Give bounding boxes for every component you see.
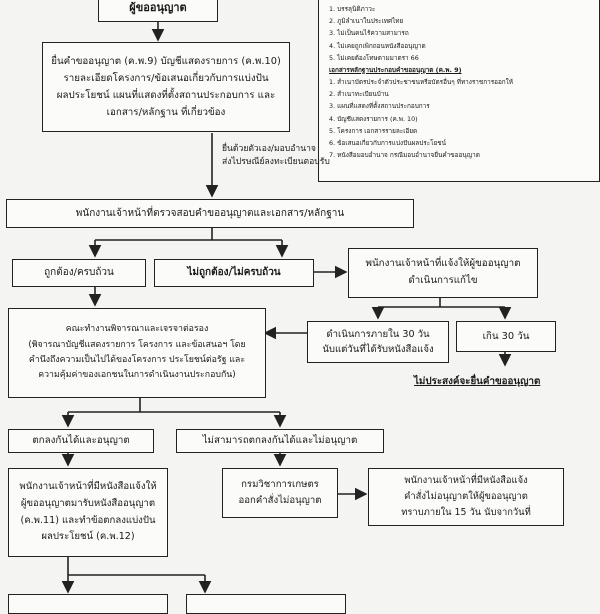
check-label: พนักงานเจ้าหน้าที่ตรวจสอบคำขออนุญาตและเอ… bbox=[75, 207, 345, 219]
notify-deny-line: คำสั่งไม่อนุญาตให้ผู้ขออนุญาต bbox=[404, 491, 528, 502]
submit-line: ยื่นคำขออนุญาต (ค.พ.9) บัญชีแสดงรายการ (… bbox=[51, 55, 281, 67]
committee-line: คำนึงถึงความเป็นไปได้ของโครงการ ประโยชน์… bbox=[28, 355, 246, 365]
incorrect-incomplete-box: ไม่ถูกต้อง/ไม่ครบถ้วน bbox=[154, 259, 314, 287]
notify-deny-line: พนักงานเจ้าหน้าที่มีหนังสือแจ้ง bbox=[404, 475, 528, 487]
over-30-days-box: เกิน 30 วัน bbox=[456, 321, 556, 352]
submit-box: ยื่นคำขออนุญาต (ค.พ.9) บัญชีแสดงรายการ (… bbox=[42, 42, 290, 132]
within-30-days-box: ดำเนินการภายใน 30 วัน นับแต่วันที่ได้รับ… bbox=[307, 321, 449, 363]
submit-line: ผลประโยชน์ แผนที่แสดงที่ตั้งสถานประกอบกา… bbox=[56, 90, 276, 101]
dept-line: กรมวิชาการเกษตร bbox=[241, 478, 319, 490]
note-line: ส่งไปรษณีย์ลงทะเบียนตอบรับ bbox=[222, 157, 330, 168]
issue-line: ผู้ขออนุญาตมารับหนังสืออนุญาต bbox=[20, 497, 156, 509]
incorrect-label: ไม่ถูกต้อง/ไม่ครบถ้วน bbox=[187, 267, 281, 279]
doc-item: 6. ข้อเสนอเกี่ยวกับการแบ่งปันผลประโยชน์ bbox=[329, 138, 447, 147]
req-item: 1. บรรลุนิติภาวะ bbox=[329, 5, 376, 13]
doc-item: 5. โครงการ เอกสารรายละเอียด bbox=[329, 126, 418, 135]
no-intent-label: ไม่ประสงค์จะยื่นคำขออนุญาต bbox=[414, 376, 541, 387]
committee-title: คณะทำงานพิจารณาและเจรจาต่อรอง bbox=[65, 324, 209, 335]
header-box-label: ผู้ขออนุญาต bbox=[129, 1, 187, 15]
doc-item: 2. สำเนาทะเบียนบ้าน bbox=[329, 90, 389, 99]
doc-item: 3. แผนที่แสดงที่ตั้งสถานประกอบการ bbox=[329, 102, 430, 111]
doc-item: 1. สำเนาบัตรประจำตัวประชาชนหรือบัตรอื่นๆ… bbox=[329, 78, 513, 87]
submit-line: เอกสาร/หลักฐาน ที่เกี่ยวข้อง bbox=[106, 107, 226, 119]
doc-item: 4. บัญชีแสดงรายการ (ค.พ. 10) bbox=[329, 114, 418, 123]
notify-fix-line: พนักงานเจ้าหน้าที่แจ้งให้ผู้ขออนุญาต bbox=[365, 258, 521, 270]
notify-fix-line: ดำเนินการแก้ไข bbox=[408, 275, 478, 286]
header-box: ผู้ขออนุญาต bbox=[98, 0, 218, 22]
officer-check-box: พนักงานเจ้าหน้าที่ตรวจสอบคำขออนุญาตและเอ… bbox=[6, 199, 414, 228]
bottom-box-left bbox=[8, 594, 168, 614]
dept-line: ออกคำสั่งไม่อนุญาต bbox=[238, 495, 322, 506]
submit-line: รายละเอียดโครงการ/ข้อเสนอเกี่ยวกับการแบ่… bbox=[63, 72, 269, 84]
issue-line: (ค.พ.11) และทำข้อตกลงแบ่งปัน bbox=[20, 514, 156, 526]
correct-complete-box: ถูกต้อง/ครบถ้วน bbox=[12, 259, 146, 287]
disagree-box: ไม่สามารถตกลงกันได้และไม่อนุญาต bbox=[176, 429, 384, 453]
committee-line: (พิจารณาบัญชีแสดงรายการ โครงการ และข้อเส… bbox=[28, 339, 246, 350]
agree-box: ตกลงกันได้และอนุญาต bbox=[8, 429, 154, 453]
req-item: 4. ไม่เคยถูกเพิกถอนหนังสืออนุญาต bbox=[329, 41, 426, 50]
over30-label: เกิน 30 วัน bbox=[482, 330, 530, 342]
within30-line: นับแต่วันที่ได้รับหนังสือแจ้ง bbox=[322, 344, 434, 355]
issue-line: ผลประโยชน์ (ค.พ.12) bbox=[41, 531, 135, 543]
correct-label: ถูกต้อง/ครบถ้วน bbox=[44, 267, 114, 279]
bottom-box-right bbox=[186, 594, 346, 614]
req-item: 2. ภูมิลำเนาในประเทศไทย bbox=[329, 17, 404, 26]
doc-item: 7. หนังสือมอบอำนาจ กรณีมอบอำนาจยื่นคำขออ… bbox=[329, 151, 480, 160]
committee-box: คณะทำงานพิจารณาและเจรจาต่อรอง (พิจารณาบั… bbox=[8, 308, 266, 398]
requirements-panel: 1. บรรลุนิติภาวะ 2. ภูมิลำเนาในประเทศไทย… bbox=[318, 0, 600, 182]
agree-label: ตกลงกันได้และอนุญาต bbox=[32, 435, 130, 447]
department-deny-box: กรมวิชาการเกษตร ออกคำสั่งไม่อนุญาต bbox=[222, 468, 338, 518]
issue-line: พนักงานเจ้าหน้าที่มีหนังสือแจ้งให้ bbox=[19, 480, 157, 492]
notify-fix-box: พนักงานเจ้าหน้าที่แจ้งให้ผู้ขออนุญาต ดำเ… bbox=[348, 248, 538, 298]
notify-deny-box: พนักงานเจ้าหน้าที่มีหนังสือแจ้ง คำสั่งไม… bbox=[368, 468, 564, 526]
submit-method-note: ยื่นด้วยตัวเอง/มอบอำนาจ ส่งไปรษณีย์ลงทะเ… bbox=[222, 143, 330, 170]
within30-line: ดำเนินการภายใน 30 วัน bbox=[326, 328, 430, 340]
req-item: 3. ไม่เป็นคนไร้ความสามารถ bbox=[329, 29, 409, 38]
docs-heading: เอกสารหลักฐานประกอบคำขออนุญาต (ค.พ. 9) bbox=[329, 65, 462, 74]
issue-permit-box: พนักงานเจ้าหน้าที่มีหนังสือแจ้งให้ ผู้ขอ… bbox=[8, 468, 168, 557]
disagree-label: ไม่สามารถตกลงกันได้และไม่อนุญาต bbox=[202, 435, 358, 447]
note-line: ยื่นด้วยตัวเอง/มอบอำนาจ bbox=[222, 144, 316, 154]
flow-connectors bbox=[61, 22, 512, 594]
req-item: 5. ไม่เคยต้องโทษตามมาตรา 66 bbox=[329, 53, 419, 62]
committee-line: ความคุ้มค่าของเอกชนในการดำเนินงานประกอบก… bbox=[38, 370, 236, 381]
notify-deny-line: ทราบภายใน 15 วัน นับจากวันที่ bbox=[401, 506, 531, 518]
